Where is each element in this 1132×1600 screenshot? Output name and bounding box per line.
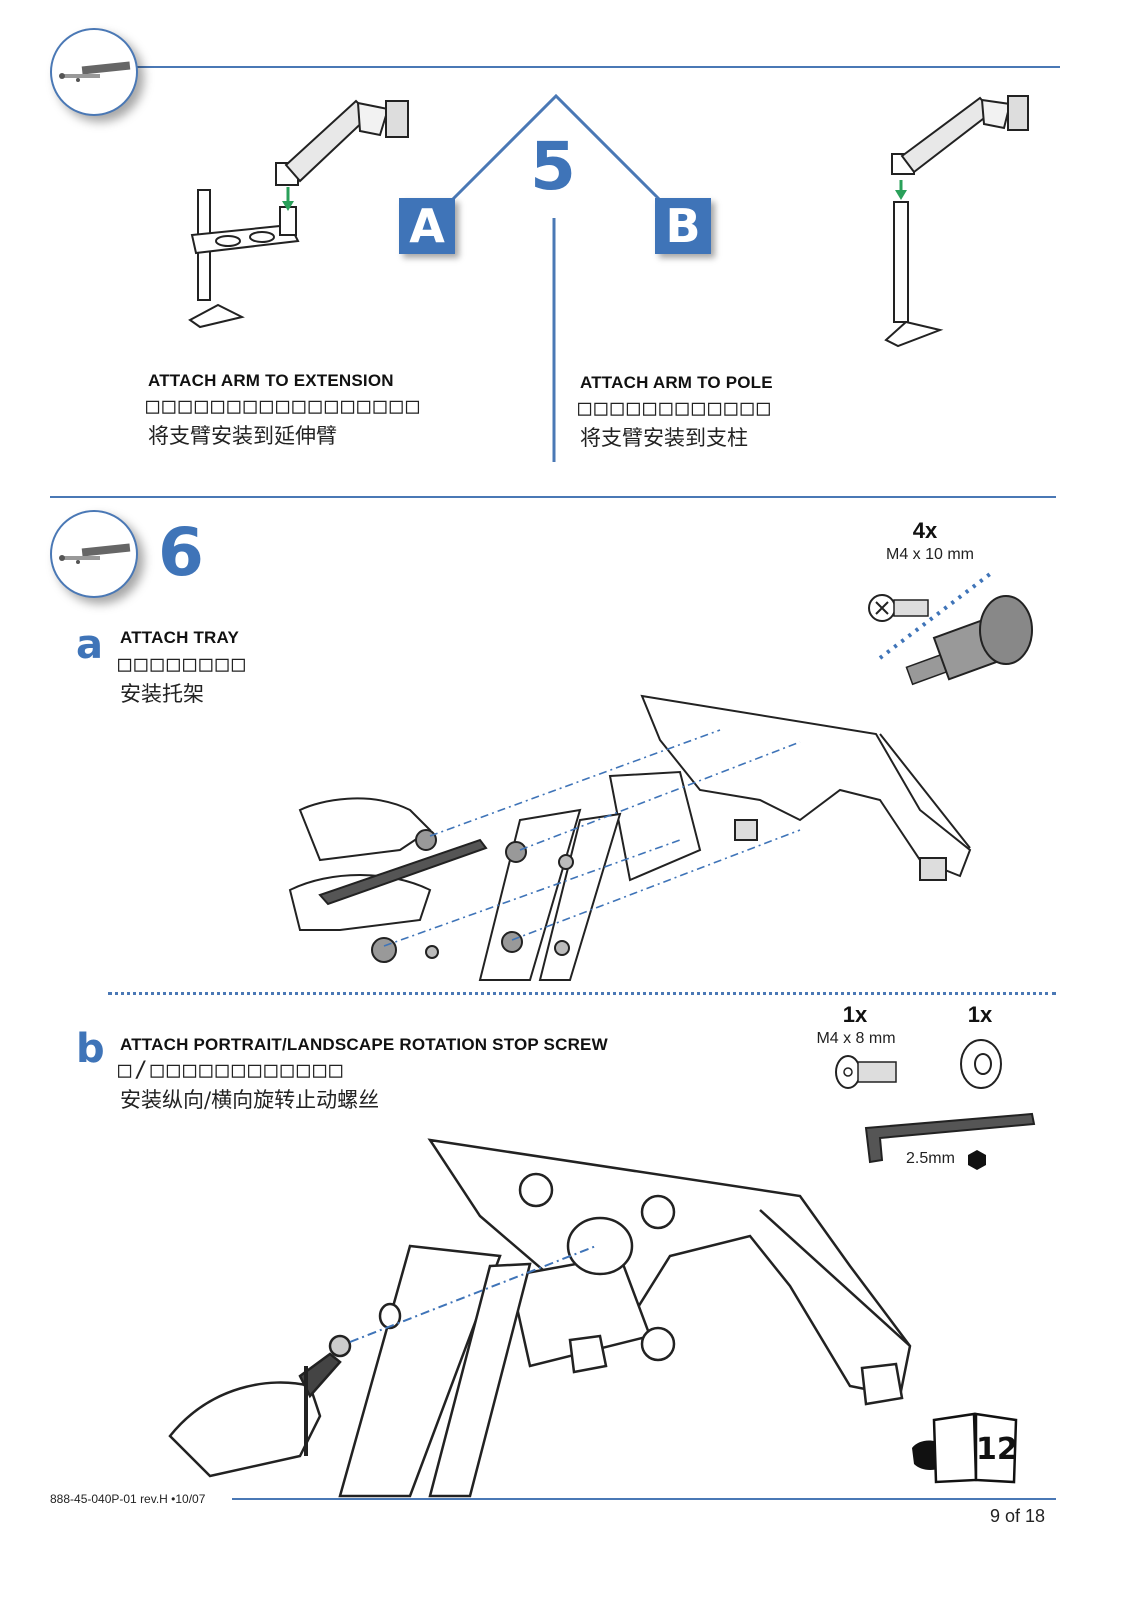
option-a-translation: □□□□□□□□□□□□□□□□□	[146, 394, 423, 419]
option-a-badge: A	[399, 198, 455, 254]
part-b-letter: b	[76, 1026, 105, 1072]
screw-hardware-icon	[835, 1055, 897, 1089]
part-a-chinese: 安装托架	[120, 682, 204, 706]
part-divider	[108, 992, 1056, 995]
arm-to-extension-illustration	[188, 99, 409, 329]
part-b-title: ATTACH PORTRAIT/LANDSCAPE ROTATION STOP …	[120, 1035, 608, 1054]
part-a-letter: a	[76, 622, 103, 668]
product-thumbnail-icon	[50, 28, 138, 116]
part-a-hardware-qty: 4x	[912, 518, 938, 543]
step5-top-rule	[120, 66, 1060, 68]
part-a-translation: □□□□□□□□	[118, 652, 248, 677]
option-a-title: ATTACH ARM TO EXTENSION	[148, 371, 394, 390]
part-b-translation: □/□□□□□□□□□□□□	[118, 1058, 346, 1083]
hex-key-size: 2.5mm	[906, 1150, 955, 1167]
option-b-title: ATTACH ARM TO POLE	[580, 373, 773, 392]
option-b-chinese: 将支臂安装到支柱	[580, 426, 748, 450]
thumbscrew-hardware-icon	[868, 572, 1033, 686]
part-b-screw-spec: M4 x 8 mm	[816, 1030, 896, 1047]
option-b-badge: B	[655, 198, 711, 254]
part-a-title: ATTACH TRAY	[120, 628, 239, 647]
step5-number: 5	[530, 128, 576, 205]
step6-top-rule	[50, 496, 1056, 498]
part-a-hardware-spec: M4 x 10 mm	[885, 546, 974, 563]
step6-number: 6	[158, 514, 204, 591]
book-icon	[932, 1412, 1018, 1484]
page-reference-number: 12	[976, 1432, 1018, 1467]
page-number: 9 of 18	[990, 1506, 1046, 1526]
footer-rule	[232, 1498, 1056, 1500]
hex-socket-icon	[968, 1150, 986, 1170]
option-a-chinese: 将支臂安装到延伸臂	[148, 424, 337, 448]
washer-hardware-icon	[960, 1039, 1002, 1089]
rotation-stop-illustration	[168, 1138, 912, 1498]
hex-key-tool-icon	[864, 1112, 1036, 1164]
option-b-translation: □□□□□□□□□□□□	[578, 396, 773, 421]
part-b-screw-qty: 1x	[842, 1002, 868, 1027]
arm-to-pole-illustration	[884, 95, 1029, 348]
doc-code: 888-45-040P-01 rev.H •10/07	[50, 1492, 206, 1506]
step5-divider-graphic	[450, 93, 662, 462]
tray-assembly-illustration	[288, 694, 972, 981]
part-b-chinese: 安装纵向/横向旋转止动螺丝	[120, 1088, 380, 1112]
product-thumbnail-icon	[50, 510, 138, 598]
part-b-washer-qty: 1x	[967, 1002, 993, 1027]
